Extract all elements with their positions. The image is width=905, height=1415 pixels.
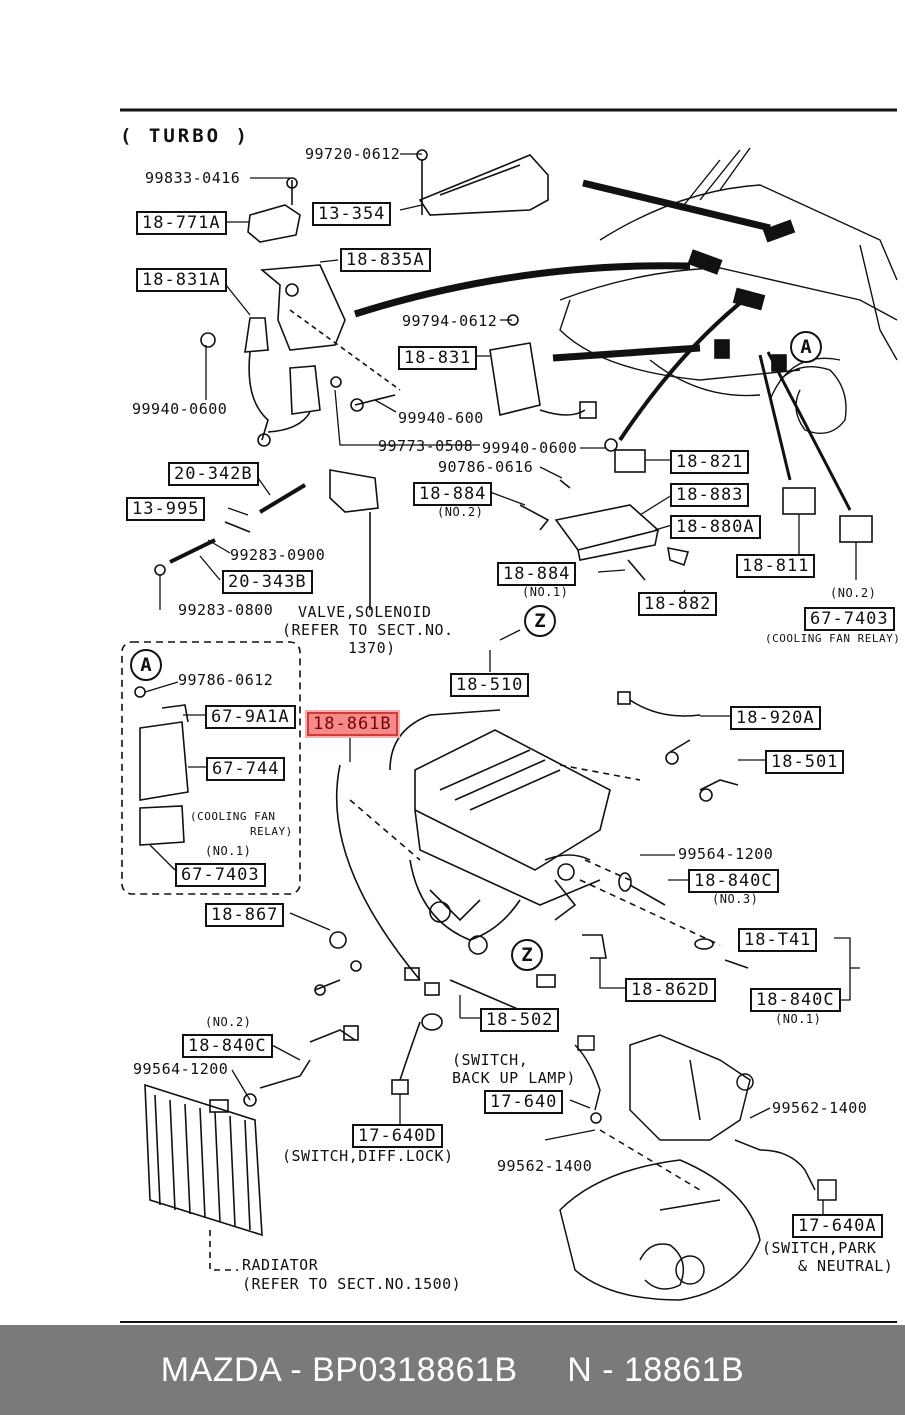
footer-ref-prefix: N xyxy=(567,1351,593,1389)
callout-67-744[interactable]: 67-744 xyxy=(206,757,286,781)
label-refer-sect: (REFER TO SECT.NO. xyxy=(282,621,454,639)
callout-20-342b[interactable]: 20-342B xyxy=(168,462,259,486)
note: (NO.3) xyxy=(712,892,759,906)
callout-17-640a[interactable]: 17-640A xyxy=(792,1214,883,1238)
label-refer-sect-1500: (REFER TO SECT.NO.1500) xyxy=(242,1275,462,1293)
part-number: 99786-0612 xyxy=(178,671,274,689)
pointer-stroke xyxy=(353,262,691,318)
callout-18-502[interactable]: 18-502 xyxy=(480,1008,560,1032)
callout-18-880a[interactable]: 18-880A xyxy=(670,515,761,539)
callout-18-821[interactable]: 18-821 xyxy=(670,450,750,474)
part-number: 99940-600 xyxy=(398,409,484,427)
callout-18-831a[interactable]: 18-831A xyxy=(136,268,227,292)
callout-18-884-no1[interactable]: 18-884 xyxy=(497,562,577,586)
footer-brand: MAZDA xyxy=(160,1351,281,1389)
callout-18-861b-highlighted[interactable]: 18-861B xyxy=(307,712,398,736)
callout-18-840c-no2[interactable]: 18-840C xyxy=(182,1034,273,1058)
label-radiator: RADIATOR xyxy=(242,1256,319,1274)
callout-18-811[interactable]: 18-811 xyxy=(736,554,816,578)
callout-18-882[interactable]: 18-882 xyxy=(638,592,718,616)
callout-13-995[interactable]: 13-995 xyxy=(126,497,206,521)
part-number: 99562-1400 xyxy=(772,1099,868,1117)
note: (NO.2) xyxy=(205,1015,252,1029)
callout-67-7403-no2[interactable]: 67-7403 xyxy=(804,607,895,631)
callout-18-920a[interactable]: 18-920A xyxy=(730,706,821,730)
car-body-outline xyxy=(559,147,898,434)
callout-18-840c-no3[interactable]: 18-840C xyxy=(688,869,779,893)
note: (NO.1) xyxy=(522,585,569,599)
part-number: 99720-0612 xyxy=(305,145,401,163)
callout-13-354[interactable]: 13-354 xyxy=(312,202,392,226)
part-number: 99283-0900 xyxy=(230,546,326,564)
part-number: 99564-1200 xyxy=(678,845,774,863)
callout-18-862d[interactable]: 18-862D xyxy=(625,978,716,1002)
part-number: 99940-0600 xyxy=(482,439,578,457)
callout-18-840c-no1[interactable]: 18-840C xyxy=(750,988,841,1012)
label-refer-sect-num: 1370) xyxy=(348,639,396,657)
note: (NO.1) xyxy=(775,1012,822,1026)
footer-bar: MAZDA - BP0318861B N - 18861B xyxy=(0,1325,905,1415)
part-number: 99562-1400 xyxy=(497,1157,593,1175)
marker-z: Z xyxy=(524,605,556,637)
note: (NO.2) xyxy=(437,505,484,519)
radiator xyxy=(144,1083,263,1271)
part-number: 99833-0416 xyxy=(145,169,241,187)
note: (NO.1) xyxy=(205,844,252,858)
part-number: 99940-0600 xyxy=(132,400,228,418)
diagram-artwork xyxy=(120,108,898,1323)
ecu-group xyxy=(519,438,690,581)
callout-18-510[interactable]: 18-510 xyxy=(450,673,530,697)
callout-18-867[interactable]: 18-867 xyxy=(205,903,285,927)
marker-z: Z xyxy=(511,939,543,971)
label-switch-park: (SWITCH,PARK xyxy=(762,1239,877,1257)
duct-part xyxy=(416,149,549,216)
relay-18-811 xyxy=(782,487,816,515)
marker-a: A xyxy=(790,331,822,363)
callout-18-835a[interactable]: 18-835A xyxy=(340,248,431,272)
footer-part-number: BP0318861B xyxy=(312,1351,518,1389)
label-neutral: & NEUTRAL) xyxy=(798,1257,894,1275)
marker-a: A xyxy=(130,649,162,681)
diagram-title: ( TURBO ) xyxy=(120,125,250,147)
note: RELAY) xyxy=(250,825,293,838)
label-back-up-lamp: BACK UP LAMP) xyxy=(452,1069,576,1087)
parts-diagram: ( TURBO ) 18-771A 13-354 18-835A 18-831A… xyxy=(120,108,901,1323)
label-valve-solenoid: VALVE,SOLENOID xyxy=(298,603,432,621)
callout-18-831[interactable]: 18-831 xyxy=(398,346,478,370)
callout-18-884-no2[interactable]: 18-884 xyxy=(413,482,493,506)
engine-block xyxy=(335,709,721,1011)
note: (COOLING FAN xyxy=(190,810,276,823)
callout-17-640d[interactable]: 17-640D xyxy=(352,1124,443,1148)
module-18-831 xyxy=(489,314,597,419)
callout-18-771a[interactable]: 18-771A xyxy=(136,211,227,235)
relay-67-7403 xyxy=(839,515,873,543)
callout-18-501[interactable]: 18-501 xyxy=(765,750,845,774)
callout-67-7403-no1[interactable]: 67-7403 xyxy=(175,863,266,887)
pointer-stroke xyxy=(552,344,701,362)
part-number: 99283-0800 xyxy=(178,601,274,619)
part-number: 99794-0612 xyxy=(402,312,498,330)
part-number: 90786-0616 xyxy=(438,458,534,476)
callout-67-9a1a[interactable]: 67-9A1A xyxy=(205,705,296,729)
label-switch: (SWITCH, xyxy=(452,1051,529,1069)
note: (COOLING FAN RELAY) xyxy=(765,632,901,645)
detail-a-parts xyxy=(134,686,189,846)
callout-18-t41[interactable]: 18-T41 xyxy=(738,928,818,952)
callout-20-343b[interactable]: 20-343B xyxy=(222,570,313,594)
transmission xyxy=(559,1034,837,1301)
footer-ref-number: 18861B xyxy=(624,1351,745,1389)
part-number: 99564-1200 xyxy=(133,1060,229,1078)
label-switch-diff-lock: (SWITCH,DIFF.LOCK) xyxy=(282,1147,454,1165)
note: (NO.2) xyxy=(830,586,877,600)
pointer-stroke xyxy=(582,179,771,232)
detail-box-a xyxy=(121,641,301,895)
callout-17-640[interactable]: 17-640 xyxy=(484,1090,564,1114)
callout-18-883[interactable]: 18-883 xyxy=(670,483,750,507)
part-number: 99773-0508 xyxy=(378,437,474,455)
